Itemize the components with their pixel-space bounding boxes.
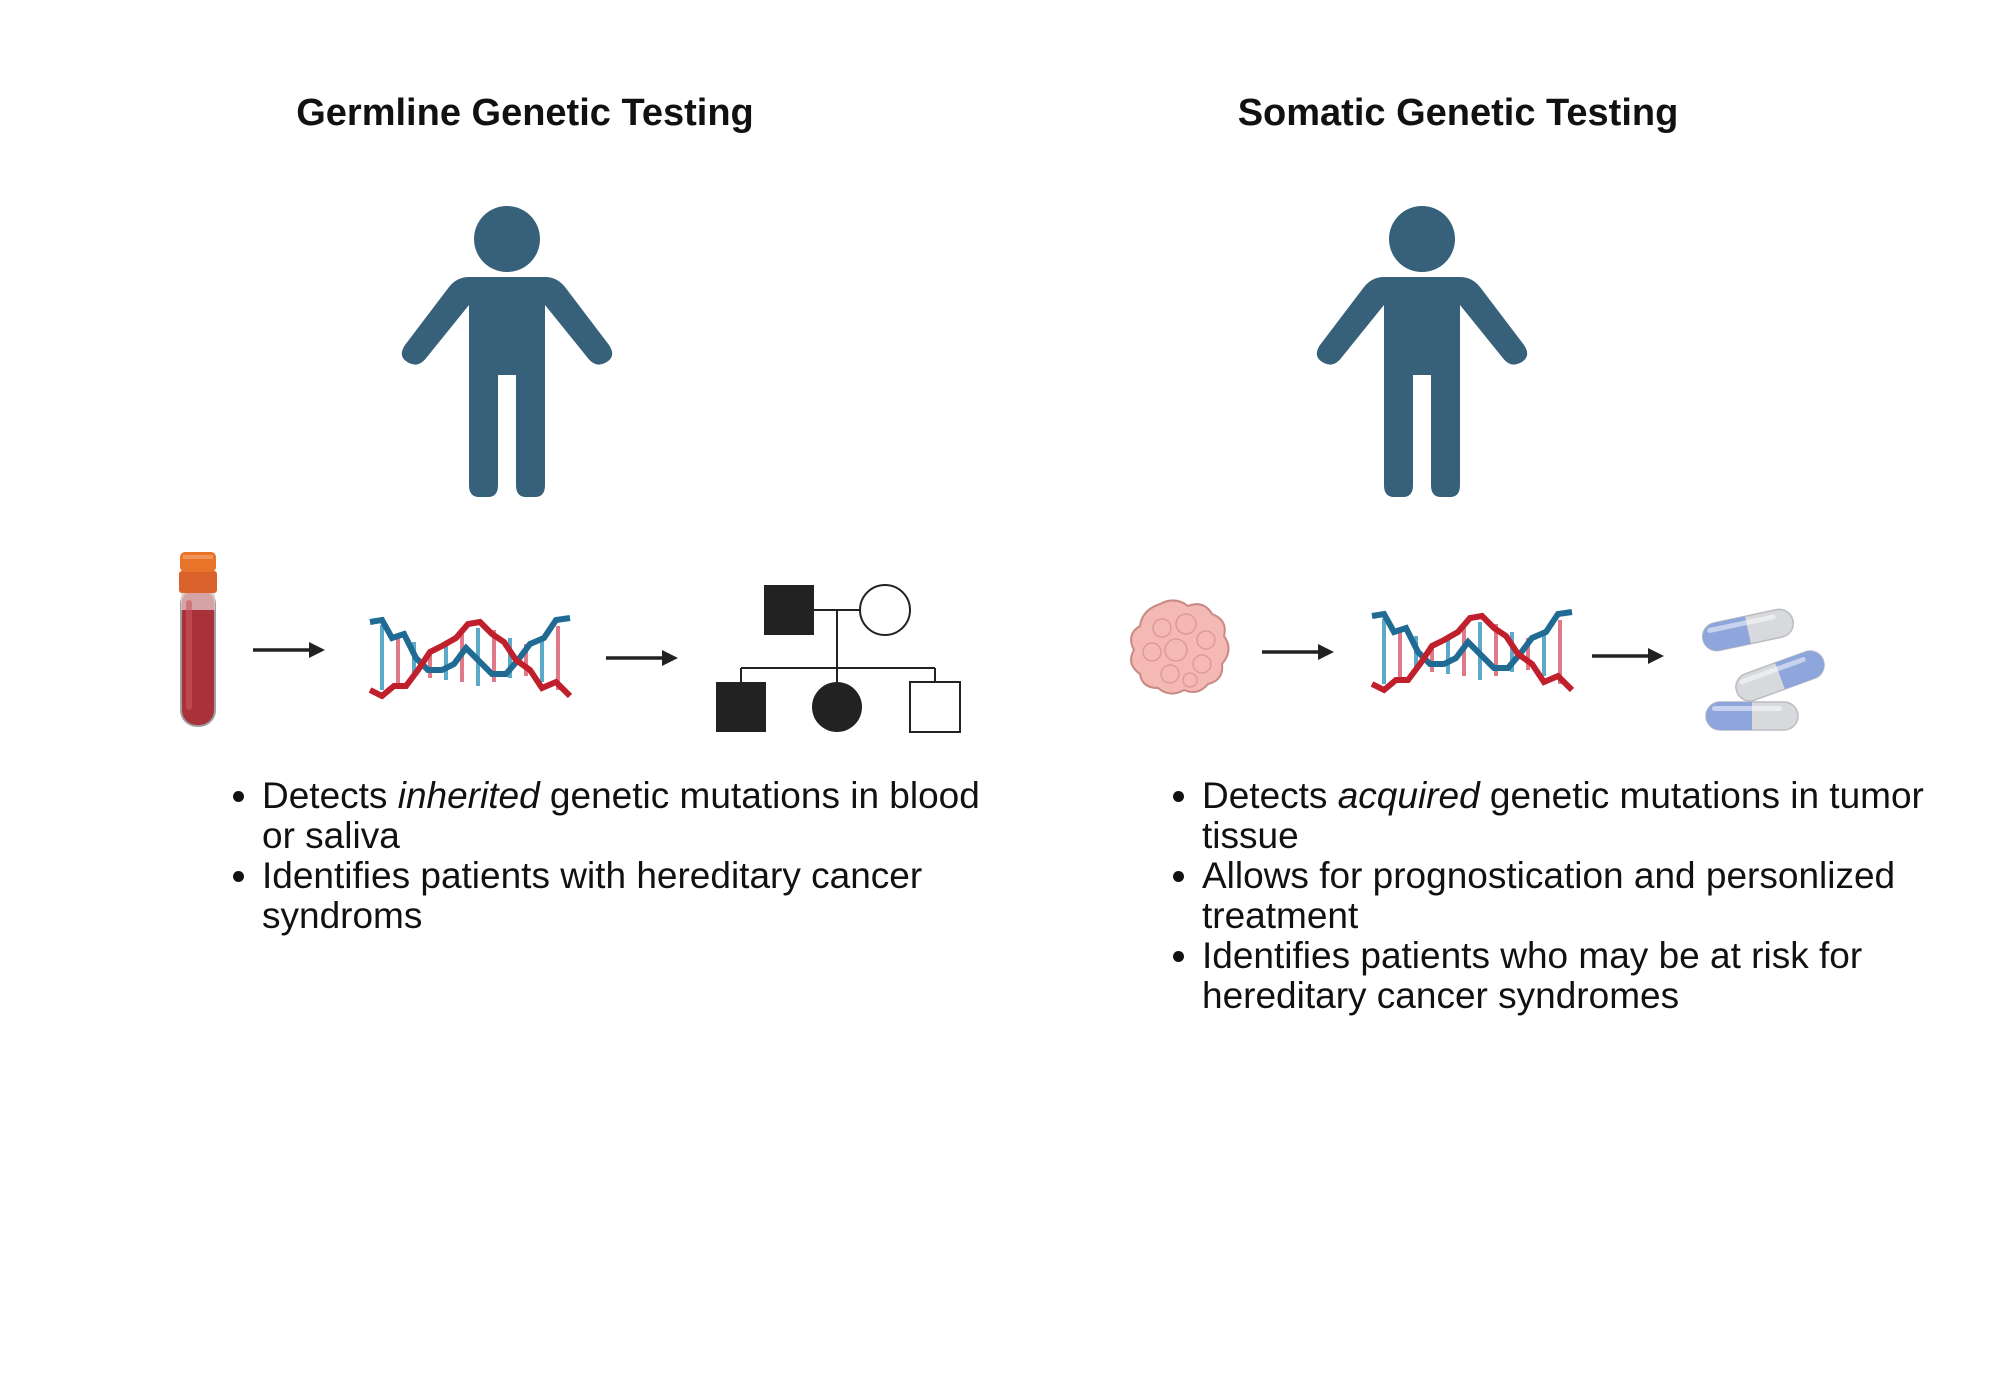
blood-tube-icon (179, 552, 217, 727)
germline-person-icon (401, 206, 613, 497)
germline-title: Germline Genetic Testing (296, 92, 754, 134)
arrow-right-icon (1590, 646, 1666, 666)
somatic-bullet-list: Detects acquired genetic mutations in tu… (1157, 776, 1962, 1016)
somatic-title: Somatic Genetic Testing (1237, 92, 1679, 134)
germline-bullet: Identifies patients with hereditary canc… (262, 856, 1022, 936)
capsules-icon (1701, 608, 1825, 731)
tumor-tissue-icon (1130, 599, 1230, 695)
somatic-bullet: Identifies patients who may be at risk f… (1202, 936, 1962, 1016)
somatic-person-icon (1316, 206, 1528, 497)
arrow-right-icon (1260, 642, 1336, 662)
germline-bullet: Detects inherited genetic mutations in b… (262, 776, 1022, 856)
arrow-right-icon (251, 640, 327, 660)
germline-bullet-list: Detects inherited genetic mutations in b… (217, 776, 1022, 936)
pedigree-chart-icon (716, 584, 961, 733)
somatic-bullet: Detects acquired genetic mutations in tu… (1202, 776, 1962, 856)
arrow-right-icon (604, 648, 680, 668)
dna-helix-icon (368, 615, 573, 700)
somatic-bullet: Allows for prognostication and personliz… (1202, 856, 1962, 936)
dna-helix-icon (1370, 609, 1575, 694)
